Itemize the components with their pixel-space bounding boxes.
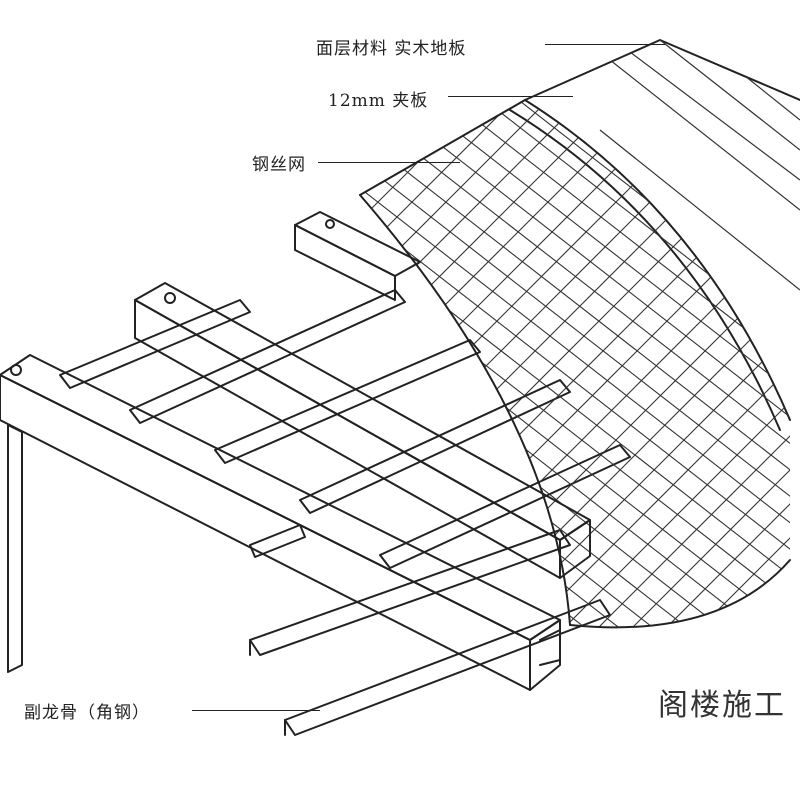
mesh-wire	[661, 100, 790, 628]
mesh-wire	[360, 100, 543, 628]
diagram-title: 阁楼施工	[658, 688, 786, 723]
support-post	[7, 424, 23, 673]
mesh-wire	[559, 100, 790, 628]
mesh-wire	[389, 100, 790, 628]
mesh-wire	[0, 0, 206, 700]
mesh-wire	[0, 0, 304, 700]
mesh-wire	[360, 100, 790, 628]
mesh-wire	[360, 100, 377, 628]
mesh-wire	[525, 100, 790, 628]
mesh-wire	[0, 0, 270, 700]
mesh-wire	[360, 100, 581, 628]
mesh-wire	[0, 0, 70, 700]
mesh-wire	[491, 100, 790, 628]
mesh-wire	[0, 0, 2, 700]
label-wire-mesh: 钢丝网	[252, 155, 306, 175]
mesh-wire	[360, 100, 645, 628]
mesh-wire	[360, 100, 790, 628]
mesh-wire	[360, 100, 781, 628]
mesh-wire	[360, 100, 790, 628]
label-surface-material: 面层材料 实木地板	[316, 39, 467, 59]
main-beam-middle	[134, 282, 591, 579]
mesh-wire	[360, 100, 577, 628]
label-plywood: 12mm 夹板	[328, 91, 429, 111]
mesh-wire	[0, 0, 168, 700]
mesh-wire	[661, 100, 790, 628]
secondary-keels	[59, 289, 631, 736]
mesh-wire	[0, 0, 342, 700]
mesh-wire	[559, 100, 790, 628]
mesh-wire	[360, 100, 513, 628]
mesh-wire	[360, 100, 547, 628]
mesh-wire	[360, 100, 790, 628]
bottom-channel	[539, 629, 561, 666]
mesh-wire	[360, 100, 747, 628]
mesh-wire	[360, 100, 790, 628]
mesh-wire	[0, 0, 36, 700]
mesh-wire	[491, 100, 790, 628]
mesh-wire	[593, 100, 790, 628]
mesh-wire	[457, 100, 790, 628]
mesh-wire	[360, 100, 373, 628]
mesh-wire	[0, 0, 104, 700]
mesh-wire	[360, 100, 790, 628]
mesh-wire	[0, 0, 134, 700]
mesh-wire	[360, 100, 790, 628]
mesh-wire	[627, 100, 790, 628]
plywood-layer	[509, 109, 781, 431]
leader-plywood	[448, 96, 573, 97]
mesh-wire	[0, 0, 202, 700]
mesh-wire	[0, 0, 172, 700]
mesh-wire	[360, 100, 649, 628]
leader-surface-material	[545, 44, 665, 45]
mesh-wire	[360, 100, 790, 628]
leader-wire-mesh	[318, 162, 460, 163]
leader-secondary-keel	[192, 710, 320, 711]
wood-floor-layer	[524, 39, 800, 421]
mesh-wire	[360, 100, 790, 628]
mesh-wire	[593, 100, 790, 628]
mesh-wire	[360, 100, 615, 628]
mesh-wire	[0, 0, 274, 700]
mesh-wire	[627, 100, 790, 628]
main-beam-back	[294, 211, 421, 301]
mesh-wire	[360, 100, 790, 628]
label-secondary-keel: 副龙骨（角钢）	[24, 703, 150, 723]
main-beam-front	[0, 354, 561, 691]
mesh-wire	[0, 0, 138, 700]
mesh-wire	[0, 0, 338, 700]
mesh-wire	[360, 100, 611, 628]
mesh-wire	[0, 0, 100, 700]
